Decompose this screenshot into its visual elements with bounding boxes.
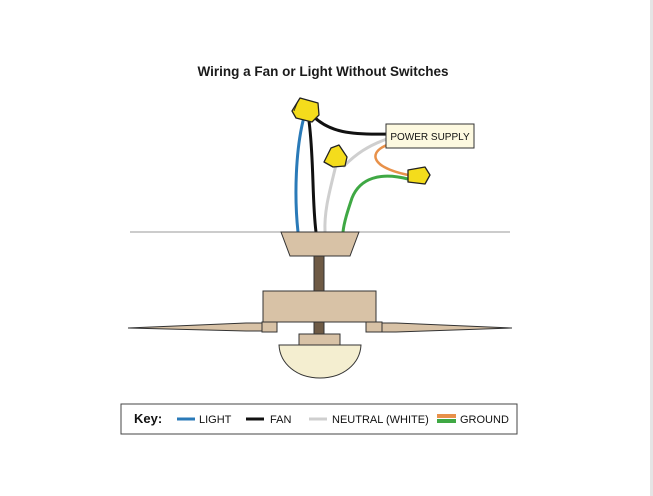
light-globe (278, 344, 362, 379)
neutral-wire-supply (342, 136, 392, 168)
neutral-wire-fixture (323, 163, 338, 234)
fan-blade-right (381, 322, 513, 333)
legend-item-fan: FAN (270, 414, 291, 426)
supply-hot-wire (312, 115, 390, 136)
ceiling-fan (127, 231, 513, 379)
wire-nut-icon (407, 166, 431, 185)
wire-nuts (291, 97, 431, 185)
blade-bracket-left (261, 321, 278, 333)
legend-item-ground: GROUND (460, 414, 509, 426)
fan-downrod (313, 255, 325, 293)
light-wire (294, 119, 305, 234)
fan-blade-left (127, 322, 263, 332)
ground-wire-fixture (341, 174, 410, 234)
wires (294, 115, 410, 234)
diagram-title: Wiring a Fan or Light Without Switches (198, 64, 449, 79)
wire-nut-icon (291, 97, 320, 123)
legend-swatch-ground (437, 414, 456, 423)
power-supply-label: POWER SUPPLY (390, 132, 470, 143)
fan-wire (307, 119, 318, 234)
legend: Key: LIGHT FAN NEUTRAL (WHITE) GROUND (120, 403, 518, 435)
legend-item-light: LIGHT (199, 414, 232, 426)
wire-nut-icon (323, 144, 348, 168)
fan-canopy (280, 231, 360, 257)
fan-motor-housing (262, 290, 377, 323)
blade-bracket-right (365, 321, 383, 333)
ground-wire-supply (374, 142, 410, 177)
power-supply-box: POWER SUPPLY (385, 123, 475, 149)
legend-item-neutral: NEUTRAL (WHITE) (332, 414, 429, 426)
right-edge-border (650, 0, 653, 496)
light-kit-rod (313, 321, 325, 335)
light-kit-cap (298, 333, 341, 346)
legend-title: Key: (134, 411, 162, 426)
